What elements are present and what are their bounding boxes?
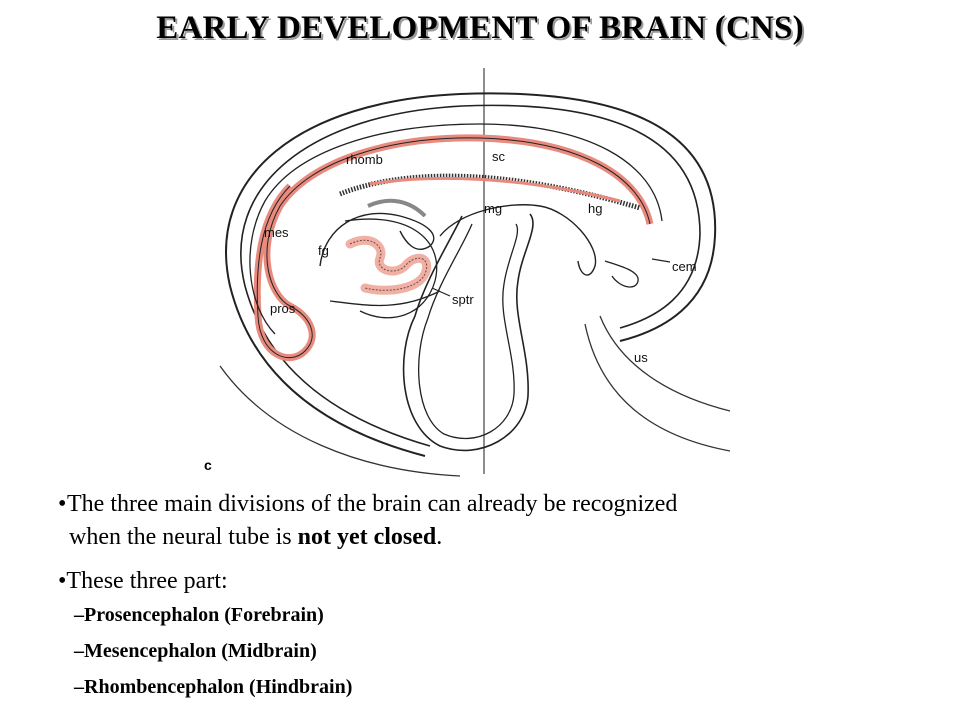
label-sc: sc (492, 149, 505, 164)
yolk-sac-inner (418, 223, 519, 440)
bullet-2-text: These three part: (66, 568, 228, 594)
neural-tube-wall (249, 123, 663, 335)
yolk-sac (402, 213, 534, 452)
sub-marker: – (74, 676, 84, 698)
label-us: us (634, 350, 648, 365)
sub-marker: – (74, 640, 84, 662)
amnion-line (219, 365, 461, 477)
bullet-item-2: •These three part: (58, 566, 938, 596)
septum-transversum (329, 290, 441, 307)
sub-text: Mesencephalon (Midbrain) (84, 640, 317, 662)
bullet-marker: • (58, 491, 67, 517)
sub-text: Prosencephalon (Forebrain) (84, 604, 324, 626)
sub-marker: – (74, 604, 84, 626)
heart-tube-outline (349, 239, 428, 291)
foregut (319, 212, 435, 267)
sub-bullet-mesencephalon: –Mesencephalon (Midbrain) (74, 640, 938, 663)
bullet-1-emphasis: not yet closed (297, 524, 437, 550)
cem-arrow (651, 258, 671, 263)
spinal-cord-band (369, 176, 621, 203)
embryo-diagram: rhomb sc mg hg mes fg cem pros sptr us c (200, 66, 740, 480)
outer-contour-inner (240, 104, 701, 447)
neural-tube (253, 134, 654, 362)
bullet-list: •The three main divisions of the brain c… (58, 488, 938, 712)
label-cem: cem (672, 259, 697, 274)
hindgut (439, 204, 597, 276)
buccopharyngeal-area (367, 198, 427, 218)
bullet-1-line2-text: when the neural tube is (69, 524, 298, 550)
pericardium (344, 218, 438, 319)
sub-bullet-rhombencephalon: –Rhombencephalon (Hindbrain) (74, 676, 938, 699)
outer-contour (225, 92, 717, 457)
bullet-marker: • (58, 568, 67, 594)
bullet-item-1: •The three main divisions of the brain c… (58, 488, 938, 554)
us-line-2 (584, 323, 731, 452)
bullet-1-line2: when the neural tube is not yet closed. (58, 521, 938, 554)
label-rhomb: rhomb (346, 152, 383, 167)
panel-label: c (204, 457, 212, 473)
label-fg: fg (318, 243, 329, 258)
neural-tube-outline (256, 137, 651, 359)
sptr-arrow (431, 287, 451, 297)
sub-bullet-list: –Prosencephalon (Forebrain) –Mesencephal… (74, 604, 938, 699)
label-sptr: sptr (452, 292, 474, 307)
label-pros: pros (270, 301, 296, 316)
sub-text: Rhombencephalon (Hindbrain) (84, 676, 353, 698)
label-hg: hg (588, 201, 603, 216)
us-line-1 (599, 315, 731, 412)
bullet-1-line1: The three main divisions of the brain ca… (67, 491, 678, 517)
slide-title: EARLY DEVELOPMENT OF BRAIN (CNS) (156, 10, 804, 46)
sub-bullet-prosencephalon: –Prosencephalon (Forebrain) (74, 604, 938, 627)
cloacal-membrane (604, 260, 639, 288)
embryo-sagittal-section (219, 68, 731, 477)
bullet-1-period: . (436, 524, 443, 550)
label-mg: mg (484, 201, 503, 216)
label-mes: mes (264, 225, 289, 240)
